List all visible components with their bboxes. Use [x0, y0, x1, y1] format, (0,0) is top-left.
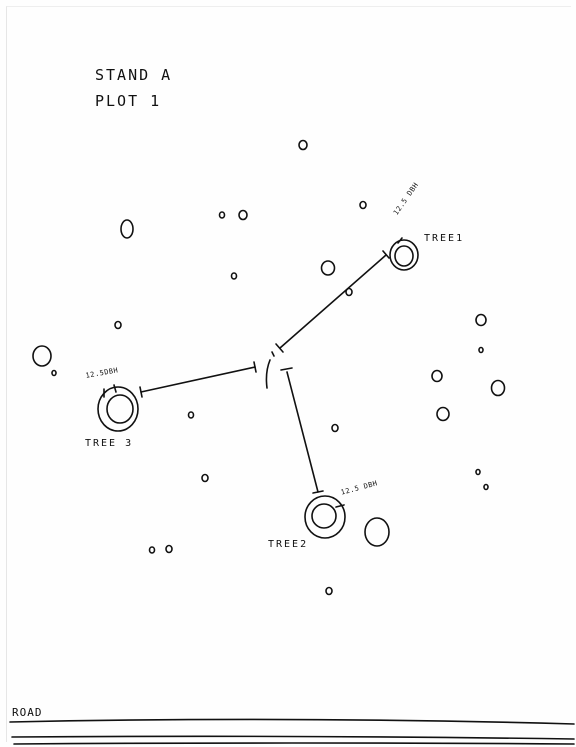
tree-marker: [436, 406, 450, 422]
tree-marker: [483, 483, 489, 491]
tree-marker: [120, 219, 134, 239]
distance-line-tree1: [275, 250, 390, 353]
sheet-border: [6, 6, 571, 742]
distance-line-tree3: [139, 361, 257, 398]
road-line: [9, 718, 575, 725]
plot-center-mark: [271, 351, 275, 357]
tree2-label: TREE2: [268, 539, 309, 550]
tree3-marker: [97, 384, 139, 432]
tree-marker: [320, 260, 336, 276]
tree3-label: TREE 3: [85, 438, 134, 449]
road-label: ROAD: [12, 706, 43, 719]
tree-marker: [298, 139, 308, 151]
tree-marker: [475, 313, 487, 327]
tree-marker: [325, 586, 333, 596]
tree-marker: [201, 473, 209, 483]
tree-marker: [431, 369, 443, 383]
tree1-marker: [389, 237, 419, 271]
tree-marker: [148, 546, 156, 554]
road-line: [11, 735, 575, 740]
tree-marker: [475, 468, 481, 476]
tree-marker: [490, 379, 506, 397]
plot-center-mark: [265, 359, 271, 389]
road-line: [13, 742, 575, 745]
stand-label: STAND A: [95, 66, 173, 84]
tree-marker: [230, 272, 238, 280]
distance-line-tree2: [280, 367, 324, 494]
tree-marker: [478, 346, 484, 354]
tree-marker: [359, 200, 367, 210]
tree-marker: [165, 544, 173, 554]
tree-marker: [364, 517, 390, 547]
tree-marker: [51, 369, 57, 377]
plot-label: PLOT 1: [95, 92, 162, 110]
tree-marker: [218, 211, 226, 219]
tree-marker: [238, 209, 248, 221]
tree-marker: [331, 423, 339, 433]
tree-marker: [187, 411, 195, 419]
tree-marker: [32, 345, 52, 367]
tree2-marker: [304, 495, 346, 539]
tree1-label: TREE1: [424, 233, 465, 244]
tree-marker: [114, 320, 122, 330]
